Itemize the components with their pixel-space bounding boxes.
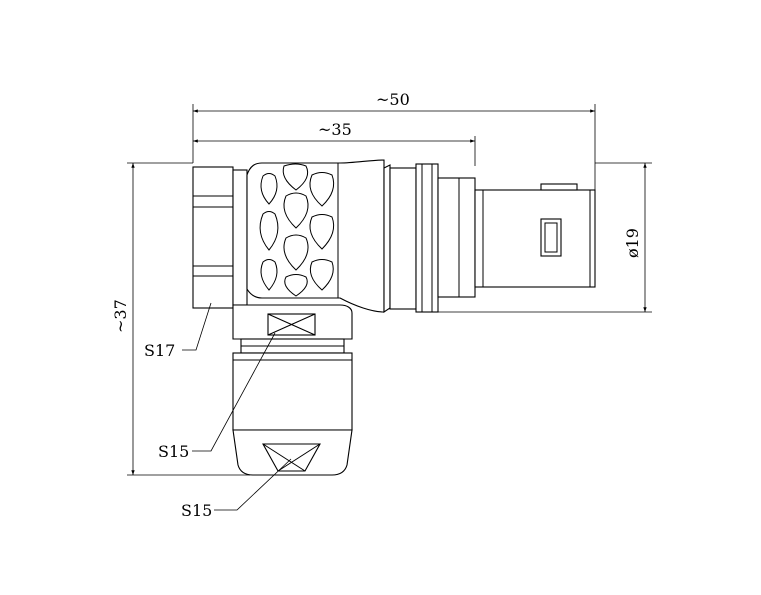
callout-nut-label: S17 [144,341,175,360]
elbow-block [232,304,353,354]
callout-body: S15 [158,332,276,461]
dimension-height: ~37 [111,162,250,476]
callout-nut: S17 [144,302,212,360]
dimension-overall-length-label: ~50 [376,90,410,109]
callout-end-label: S15 [181,501,212,520]
cable-clamp [232,352,353,476]
dimension-diameter-label: ø19 [623,228,642,258]
dimension-height-label: ~37 [111,299,130,333]
callout-end: S15 [181,458,292,520]
dimension-overall-length: ~50 [192,90,596,190]
knurled-body [246,159,385,313]
dimension-body-length: ~35 [193,120,476,166]
dimension-diameter: ø19 [438,162,652,313]
hex-nut [192,166,248,309]
insert-end [437,177,596,298]
callout-body-label: S15 [158,442,189,461]
knurl-pattern [259,163,335,297]
shoulder-rings [383,163,439,314]
dimension-body-length-label: ~35 [318,120,352,139]
